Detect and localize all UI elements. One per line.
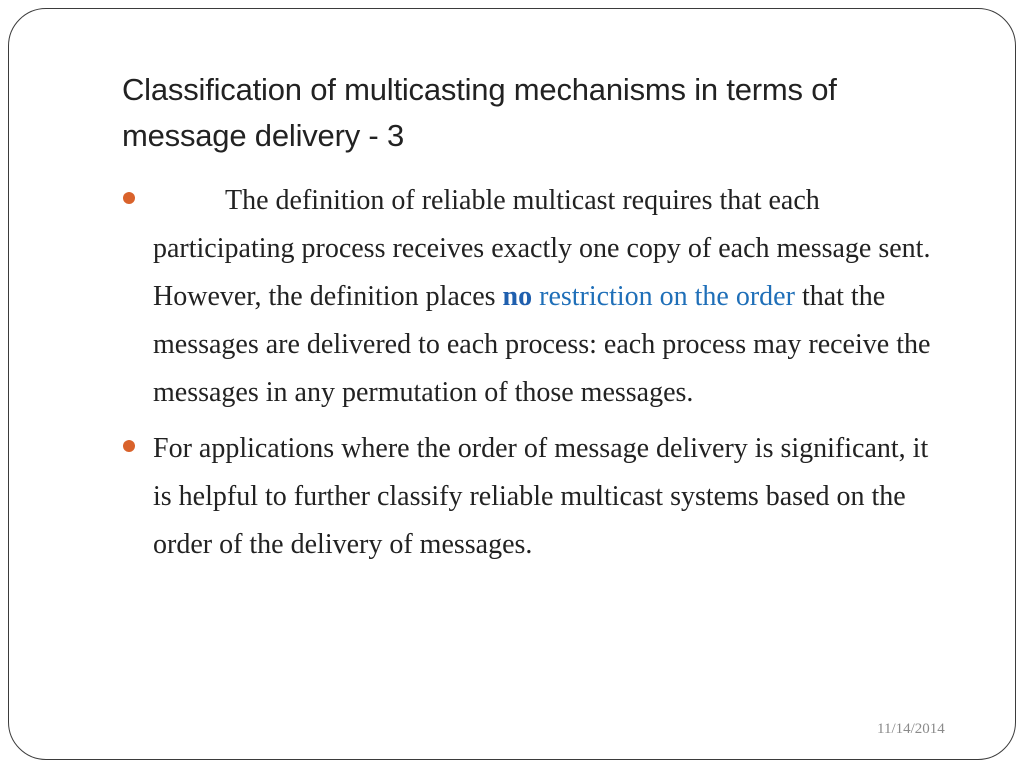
slide-title: Classification of multicasting mechanism… [122,72,837,153]
bullet-item-reliable-multicast: The definition of reliable multicast req… [123,177,953,417]
bullet-item-ordering: For applications where the order of mess… [123,425,953,569]
slide-date: 11/14/2014 [877,721,945,737]
bullet-text-before: The definition of reliable multicast req… [153,185,931,312]
bullet-dot-icon [123,192,135,204]
bullet-text: For applications where the order of mess… [153,433,929,560]
highlight-no: no [502,281,533,312]
highlight-restriction: restriction on the order [539,281,795,312]
bullet-list: The definition of reliable multicast req… [123,177,953,577]
bullet-text-after: that the messages are delivered to each … [153,281,931,408]
slide-frame: Classification of multicasting mechanism… [8,8,1016,760]
bullet-dot-icon [123,440,135,452]
